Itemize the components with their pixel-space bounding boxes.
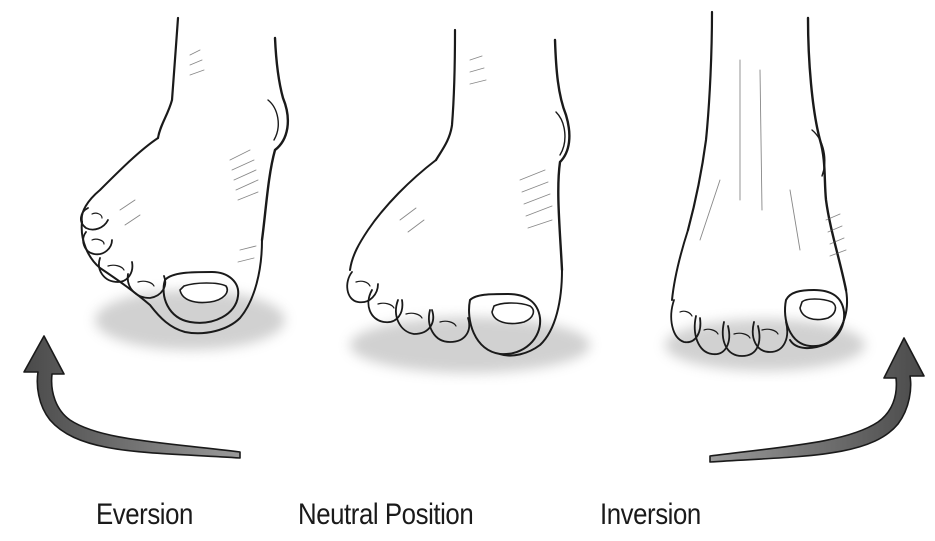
neutral-foot [347,30,590,373]
inversion-label: Inversion [600,498,701,532]
inversion-foot [665,12,865,371]
curved-arrow-up-left-icon [24,336,240,458]
eversion-label: Eversion [96,498,193,532]
neutral-position-label: Neutral Position [298,498,473,532]
eversion-foot [81,18,288,350]
